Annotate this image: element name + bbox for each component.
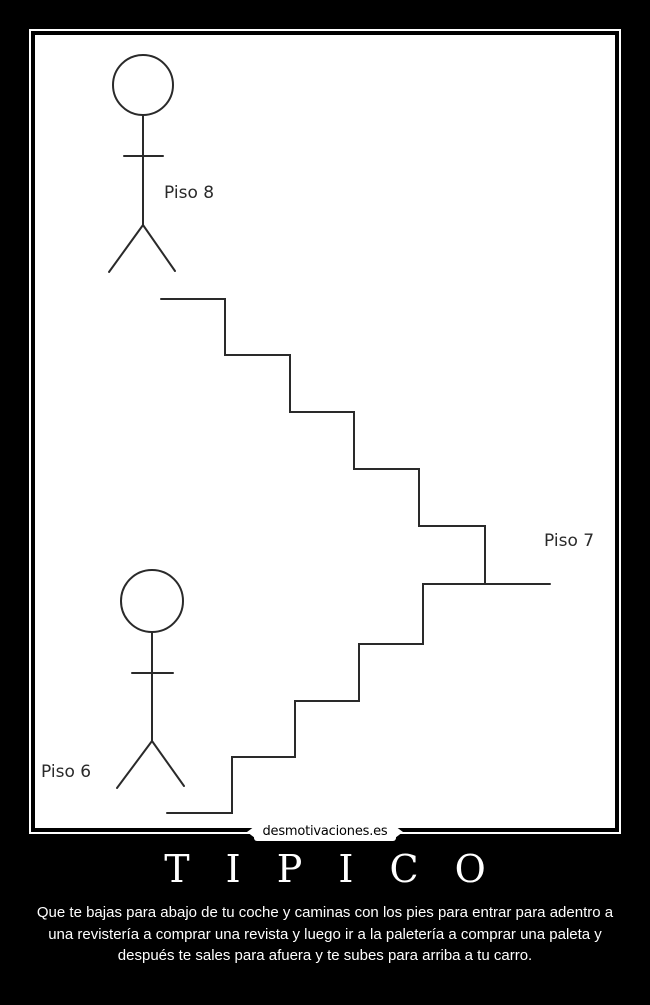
poster-image: Piso 8 Piso 7 Piso 6 xyxy=(35,35,615,828)
floor-label-top: Piso 8 xyxy=(164,183,215,203)
upper-staircase xyxy=(160,298,551,585)
bottom-figure-head xyxy=(120,569,184,633)
lower-staircase xyxy=(166,583,486,814)
watermark-text: desmotivaciones.es xyxy=(262,824,388,839)
top-figure-left-leg xyxy=(108,224,144,273)
bottom-figure-left-leg xyxy=(116,740,153,789)
poster-caption: Que te bajas para abajo de tu coche y ca… xyxy=(36,904,614,964)
poster-frame: Piso 8 Piso 7 Piso 6 xyxy=(29,29,621,834)
floor-label-bottom: Piso 6 xyxy=(41,762,92,782)
bottom-figure-right-leg xyxy=(151,740,185,787)
top-stick-figure xyxy=(108,54,176,273)
stairs-drawing xyxy=(108,54,551,814)
watermark: desmotivaciones.es xyxy=(0,822,650,841)
top-figure-head xyxy=(112,54,174,116)
watermark-right-wing xyxy=(394,826,403,838)
floor-label-middle: Piso 7 xyxy=(544,531,595,551)
bottom-stick-figure xyxy=(116,569,185,789)
watermark-badge: desmotivaciones.es xyxy=(247,823,403,841)
top-figure-right-leg xyxy=(142,224,176,272)
poster-title: T I P I C O xyxy=(164,847,498,891)
watermark-left-wing xyxy=(247,826,256,838)
